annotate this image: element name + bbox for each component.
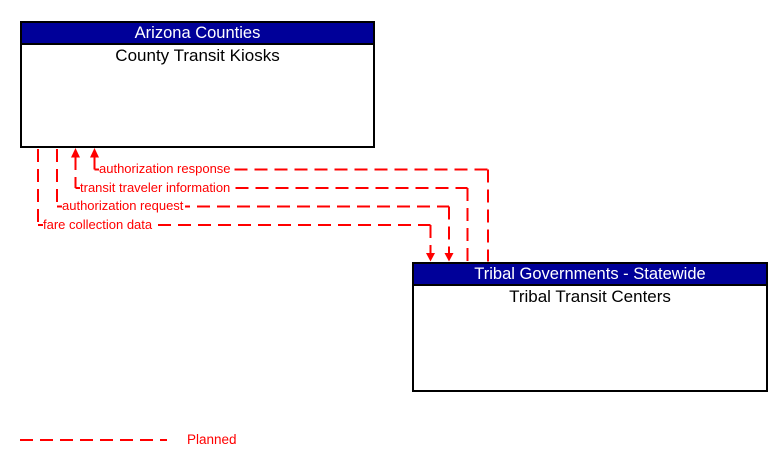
entity-title-tribal-transit-centers: Tribal Transit Centers	[509, 287, 671, 306]
entity-title-county-transit-kiosks: County Transit Kiosks	[115, 46, 280, 65]
legend-label-planned: Planned	[187, 432, 237, 447]
flow-label-authorization-response[interactable]: authorization response	[99, 161, 233, 177]
entity-header-arizona-counties: Arizona Counties	[22, 23, 373, 45]
entity-box-county-transit-kiosks[interactable]: Arizona Counties County Transit Kiosks	[20, 21, 375, 148]
entity-box-tribal-transit-centers[interactable]: Tribal Governments - Statewide Tribal Tr…	[412, 262, 768, 392]
arrowhead-down-icon	[444, 253, 454, 262]
flow-label-fare-collection-data[interactable]: fare collection data	[43, 217, 155, 233]
arrowhead-up-icon	[90, 148, 99, 158]
arrowhead-down-icon	[426, 253, 435, 262]
arrowhead-up-icon	[71, 148, 80, 158]
flow-label-authorization-request[interactable]: authorization request	[62, 198, 186, 214]
flow-label-transit-traveler-information[interactable]: transit traveler information	[80, 180, 233, 196]
entity-header-tribal-governments-statewide: Tribal Governments - Statewide	[414, 264, 766, 286]
